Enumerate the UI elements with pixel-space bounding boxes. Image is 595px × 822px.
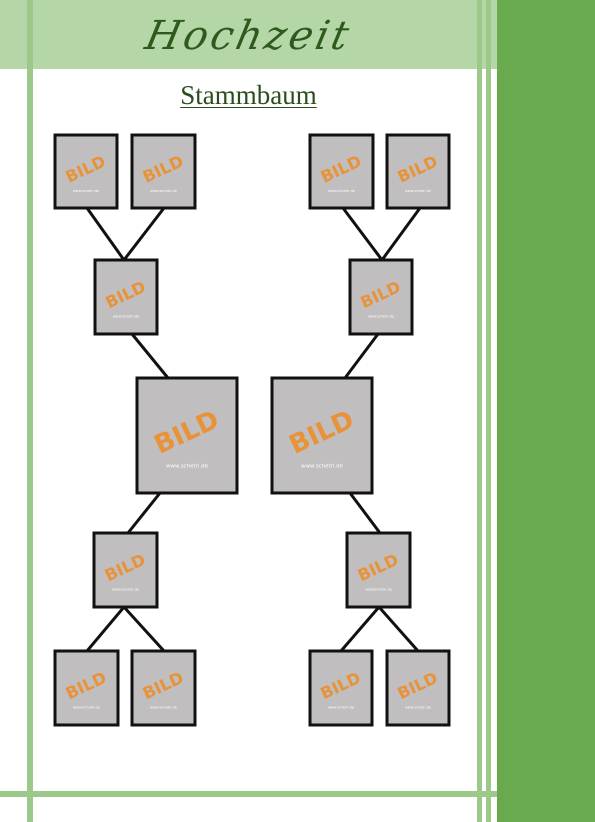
- tree-connector: [122, 207, 166, 261]
- photo-placeholder-url: www.schetri.de: [405, 189, 431, 193]
- photo-frame-border: [93, 258, 159, 336]
- photo-placeholder-url: www.schetri.de: [113, 315, 139, 319]
- tree-connector: [85, 207, 126, 261]
- photo-frame-border: [308, 649, 374, 727]
- tree-connector: [122, 605, 166, 653]
- photo-frame-border: [385, 133, 451, 210]
- photo-placeholder-url: www.schetri.de: [365, 588, 392, 592]
- photo-frame-border: [130, 649, 197, 727]
- tree-connector: [343, 333, 380, 379]
- photo-frame-border: [53, 649, 120, 727]
- photo-placeholder-url: www.schetri.de: [301, 464, 344, 470]
- photo-placeholder-url: www.schetri.de: [328, 189, 355, 193]
- photo-placeholder-url: www.schetri.de: [368, 315, 394, 319]
- right-border-stripe-inner: [477, 0, 482, 822]
- left-border-stripe: [27, 0, 33, 822]
- photo-frame-border: [345, 531, 412, 609]
- photo-frame-border: [135, 376, 239, 495]
- bottom-border-stripe: [0, 791, 497, 797]
- photo-placeholder-url: www.schetri.de: [405, 706, 431, 710]
- photo-frame-border: [348, 258, 414, 336]
- photo-frame-border: [385, 649, 451, 727]
- tree-connector: [339, 606, 381, 652]
- photo-placeholder-url: www.schetri.de: [73, 189, 99, 193]
- photo-placeholder-url: www.schetri.de: [150, 706, 177, 710]
- tree-connector: [85, 606, 126, 652]
- tree-connector: [341, 207, 384, 261]
- photo-placeholder-url: www.schetri.de: [73, 706, 100, 710]
- photo-placeholder-url: www.schetri.de: [112, 588, 139, 592]
- tree-connector: [126, 492, 162, 534]
- photo-placeholder-url: www.schetri.de: [166, 464, 209, 470]
- tree-connector: [348, 492, 382, 534]
- photo-frame-border: [270, 376, 374, 495]
- page-subtitle: Stammbaum: [180, 80, 317, 110]
- tree-connector: [130, 333, 170, 379]
- photo-frame-border: [53, 133, 119, 210]
- tree-connector: [380, 207, 422, 261]
- photo-frame-border: [130, 133, 197, 210]
- right-side-band: [497, 0, 595, 822]
- right-border-stripe-outer: [486, 0, 491, 822]
- photo-placeholder-url: www.schetri.de: [328, 706, 354, 710]
- photo-placeholder-url: www.schetri.de: [150, 189, 177, 193]
- tree-connector: [377, 606, 420, 652]
- photo-frame-border: [92, 531, 159, 609]
- header-band: [0, 0, 497, 69]
- photo-frame-border: [308, 133, 375, 210]
